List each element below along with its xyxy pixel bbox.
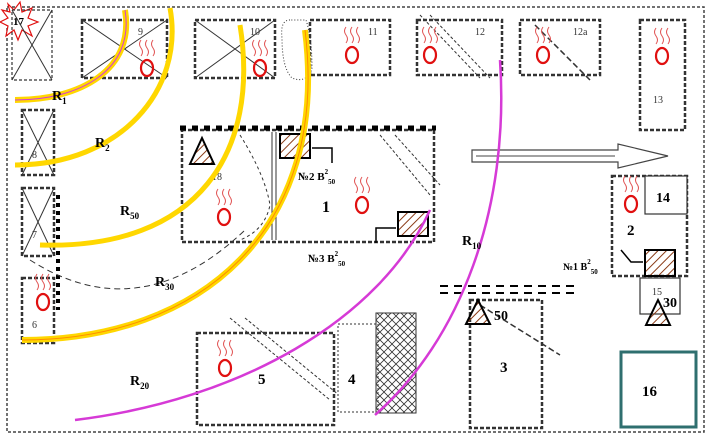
fire-icon	[34, 272, 52, 312]
building-6: 6	[20, 272, 56, 345]
radius-r50: R50	[120, 204, 140, 221]
radius-r1: R1	[52, 89, 67, 106]
pumper-triangle	[188, 135, 216, 165]
hydrant-3: №3 B2 50	[308, 211, 429, 268]
radius-r30-sub: 30	[165, 282, 175, 292]
fire-icon	[353, 175, 371, 215]
radius-r10-label: R	[462, 234, 473, 249]
zone-r30-edge	[21, 29, 309, 341]
label-2: 2	[627, 223, 635, 239]
building-11: 11	[308, 18, 392, 77]
label-6: 6	[32, 320, 37, 331]
label-12a: 12a	[573, 27, 588, 38]
pumper-30-label: 30	[663, 296, 677, 311]
building-7: 7	[20, 186, 56, 258]
zone-r2	[14, 7, 175, 168]
hydrant-1-sub: 50	[591, 268, 599, 276]
building-4: 4	[337, 312, 417, 414]
label-12: 12	[475, 27, 485, 38]
radius-r10: R10	[462, 234, 482, 251]
pumper-50-label: 50	[494, 309, 508, 324]
hydrant-3-prefix: №3 B	[308, 253, 335, 265]
direction-arrow	[471, 143, 669, 169]
building-5: 5	[195, 317, 346, 427]
radius-r50-sub: 50	[130, 211, 140, 221]
fire-icon	[216, 338, 234, 378]
label-18: 18	[212, 172, 222, 183]
building-17: 17	[0, 0, 40, 42]
label-8: 8	[32, 150, 37, 161]
radius-r1-label: R	[52, 89, 63, 104]
radius-r2-sub: 2	[105, 143, 110, 153]
hydrant-1: №1 B250	[563, 258, 598, 276]
pumper-30: 30	[644, 296, 677, 326]
label-11: 11	[368, 27, 378, 38]
building-3: 3	[468, 298, 561, 430]
svg-text:№2 B250: №2 B2 50	[298, 168, 336, 186]
fire-icon	[138, 38, 156, 78]
label-3: 3	[500, 360, 508, 376]
building-1: 1 18	[180, 125, 441, 244]
hydrant-3-sub: 50	[338, 260, 346, 268]
label-1: 1	[322, 199, 330, 216]
hydrant-3-sup: 2	[335, 250, 339, 258]
svg-text:№3 B250: №3 B2 50	[308, 250, 346, 268]
hydrant-1-sup: 2	[587, 258, 591, 266]
label-4: 4	[348, 372, 356, 388]
label-13: 13	[653, 95, 663, 106]
fire-icon	[343, 25, 361, 65]
fire-icon	[251, 38, 269, 78]
fire-icon	[215, 187, 233, 227]
zone-r10	[374, 59, 503, 416]
hydrant-2-sup: 2	[325, 168, 329, 176]
zone-r50	[39, 24, 247, 248]
hydrant-1-prefix: №1 B	[563, 262, 588, 273]
hydrant-2-prefix: №2 B	[298, 171, 325, 183]
hydrant-2-sub: 50	[328, 178, 336, 186]
radius-r20-sub: 20	[140, 381, 150, 391]
radius-r10-sub: 10	[472, 241, 482, 251]
label-10: 10	[250, 27, 260, 38]
pumper-50: 50	[464, 297, 508, 325]
radius-r50-label: R	[120, 204, 131, 219]
fire-icon	[653, 26, 671, 66]
fire-icon	[421, 25, 439, 65]
building-2: 14 2 15	[610, 174, 689, 315]
building-12: 12	[415, 14, 504, 79]
zone-r1-edge	[14, 9, 127, 101]
label-5: 5	[258, 372, 266, 388]
label-15: 15	[652, 287, 662, 298]
radius-r20: R20	[130, 374, 150, 391]
building-12a: 12a	[518, 18, 602, 81]
radius-r2: R2	[95, 136, 110, 153]
fire-icon	[622, 174, 640, 214]
building-16: 16	[619, 350, 698, 429]
radius-r30: R30	[155, 275, 175, 292]
site-border	[6, 6, 705, 433]
radius-r20-label: R	[130, 374, 141, 389]
building-10: 10	[193, 18, 277, 80]
label-16: 16	[642, 384, 658, 400]
zone-r20	[74, 209, 432, 422]
label-9: 9	[138, 27, 143, 38]
radius-r30-label: R	[155, 275, 166, 290]
radius-r1-sub: 1	[62, 96, 67, 106]
label-7: 7	[32, 230, 37, 241]
building-17-box	[11, 9, 53, 81]
label-14: 14	[656, 191, 670, 206]
building-13: 13	[638, 18, 687, 132]
dashed-arc	[29, 229, 246, 290]
radius-r2-label: R	[95, 136, 106, 151]
